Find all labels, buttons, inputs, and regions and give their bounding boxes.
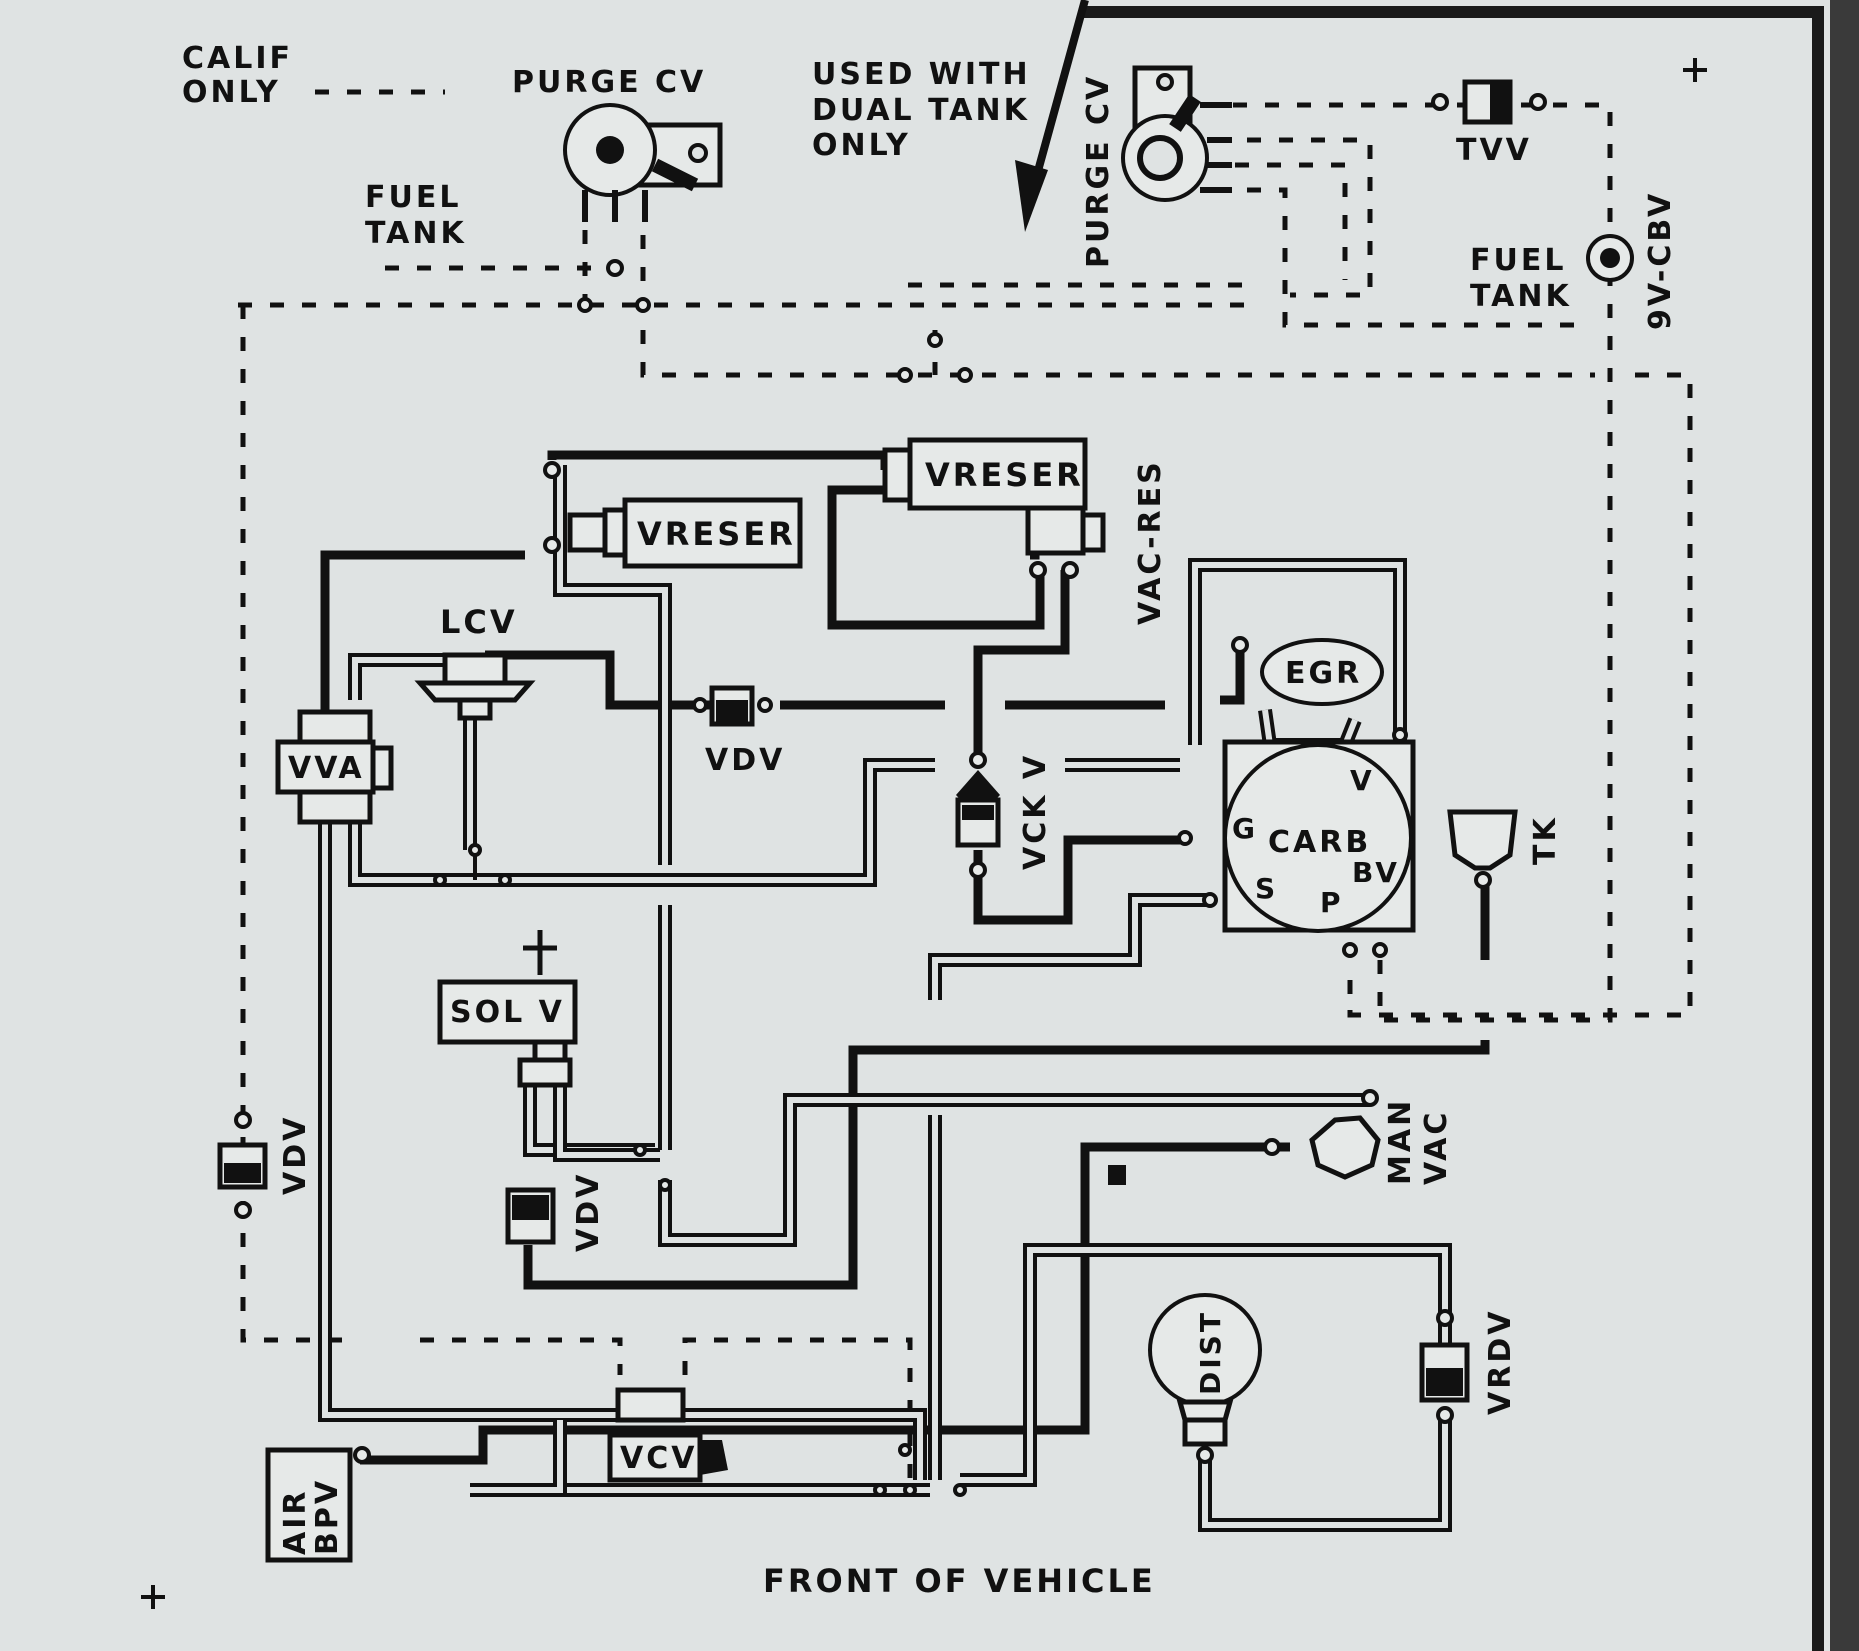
vckv-valve: VCK V	[955, 751, 1053, 879]
tk-label: TK	[1528, 815, 1563, 865]
vrdv-label: VRDV	[1483, 1309, 1518, 1415]
carb-port-s: S	[1255, 872, 1278, 905]
vcv-valve: VCV	[607, 1387, 728, 1483]
cbv-label: 9V-CBV	[1643, 191, 1678, 330]
vac-res-label: VAC-RES	[1133, 459, 1168, 625]
man-vac-label-2: MAN VAC	[1383, 1084, 1454, 1185]
air-bpv-valve: AIR BPV	[265, 1446, 371, 1563]
vcv-label: VCV	[620, 1441, 697, 1476]
legend-calif-only: CALIF ONLY	[182, 41, 445, 110]
solid-hoses	[320, 450, 1490, 1465]
purge-cv-left-label: PURGE CV	[512, 65, 706, 100]
lcv-label: LCV	[440, 603, 518, 641]
carb-port-bv: BV	[1352, 856, 1400, 889]
legend-dual-tank-label: USED WITH DUAL TANK ONLY	[812, 57, 1044, 163]
distributor: DIST	[1148, 1293, 1262, 1464]
vdv-center: VDV	[692, 685, 785, 778]
egr-valve: EGR	[1231, 636, 1384, 706]
vrdv-valve: VRDV	[1419, 1309, 1518, 1424]
vreser-lower-label: VRESER	[637, 515, 796, 553]
vdv-left-label: VDV	[278, 1115, 313, 1195]
arrow-head-icon	[1015, 160, 1048, 232]
dual-tank-arrow	[1026, 0, 1089, 202]
tk-sensor: TK	[1447, 809, 1563, 889]
purge-cv-right: PURGE CV	[1081, 65, 1232, 268]
vdv-lower-label: VDV	[571, 1172, 606, 1252]
sol-v-label: SOL V	[450, 995, 565, 1030]
vva-valve: VVA	[275, 709, 394, 825]
purge-cv-right-label: PURGE CV	[1081, 74, 1116, 268]
registration-mark-icon	[1683, 58, 1707, 82]
junction-nodes	[433, 297, 973, 1497]
tvv-valve: TVV	[1431, 79, 1547, 168]
legend-calif-only-label: CALIF ONLY	[182, 41, 306, 110]
man-vac-port: MAN VAC	[1108, 1084, 1454, 1185]
sol-v-valve: SOL V	[437, 930, 578, 1088]
tvv-label: TVV	[1456, 133, 1532, 168]
air-bpv-label: AIR BPV	[278, 1475, 345, 1555]
carb-port-v: V	[1350, 764, 1375, 797]
dist-label: DIST	[1194, 1310, 1227, 1395]
vreser-lower: VRESER	[543, 461, 803, 569]
vreser-upper-label: VRESER	[925, 456, 1084, 494]
egr-label: EGR	[1285, 656, 1362, 691]
purge-cv-left: PURGE CV	[512, 65, 723, 277]
vdv-lower: VDV	[505, 1172, 606, 1252]
legend-dual-tank: USED WITH DUAL TANK ONLY	[812, 0, 1089, 232]
carb-label: CARB	[1268, 825, 1371, 860]
registration-mark-icon	[141, 1585, 165, 1609]
carb-port-g: G	[1232, 812, 1258, 845]
diagram-frame	[1083, 6, 1824, 1651]
carburetor: CARB V G S P BV	[1177, 727, 1416, 958]
vckv-label: VCK V	[1018, 753, 1053, 870]
carb-port-p: P	[1320, 886, 1344, 919]
cbv-valve: 9V-CBV	[1586, 191, 1678, 330]
vdv-center-label: VDV	[705, 743, 785, 778]
vva-label: VVA	[288, 751, 365, 786]
front-of-vehicle-label: FRONT OF VEHICLE	[763, 1562, 1156, 1600]
lcv-valve: LCV	[414, 603, 536, 721]
vdv-left: VDV	[217, 1111, 313, 1219]
vreser-upper: VRESER	[882, 437, 1106, 579]
plus-terminal-icon	[523, 930, 557, 975]
